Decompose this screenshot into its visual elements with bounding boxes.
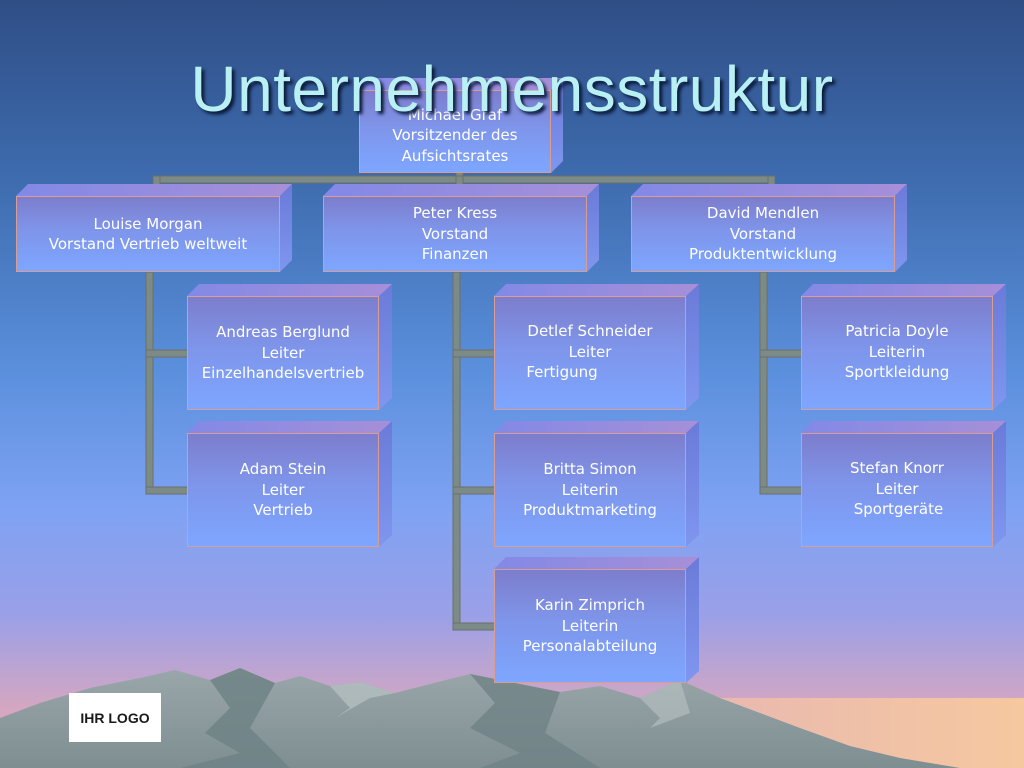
leiter-role: Leiter (261, 343, 305, 362)
leiter-role: Leiterin (868, 342, 926, 361)
leiter-dept: Vertrieb (253, 501, 313, 520)
vorstand-role: Vorstand (729, 224, 797, 243)
leiter-name: Adam Stein (239, 460, 327, 479)
vorstand-name: Louise Morgan (93, 214, 203, 233)
vorstand-dept: Produktentwicklung (688, 245, 838, 264)
leiter-dept: Personalabteilung (522, 637, 658, 656)
vorstand-role: Vorstand Vertrieb weltweit (48, 235, 248, 253)
company-logo: IHR LOGO (69, 693, 161, 742)
leiter-name: Patricia Doyle (845, 322, 949, 340)
root-name: Michael Graf (407, 105, 503, 124)
leiter-role: Leiter (875, 479, 919, 498)
slide-title: Unternehmensstruktur (190, 53, 834, 125)
leiter-role: Leiter (261, 480, 305, 499)
leiter-role: Leiterin (561, 616, 619, 635)
leiter-dept: Fertigung (526, 363, 598, 381)
leiter-name: Andreas Berglund (216, 323, 350, 342)
vorstand-name: David Mendlen (706, 204, 820, 223)
root-dept: Aufsichtsrates (401, 146, 509, 165)
leiter-role: Leiter (568, 342, 612, 361)
vorstand-dept: Finanzen (421, 245, 489, 264)
leiter-dept: Produktmarketing (523, 501, 657, 520)
leiter-dept: Einzelhandelsvertrieb (201, 364, 365, 383)
leiter-dept: Sportkleidung (844, 363, 950, 381)
mountains-decoration (0, 668, 1024, 768)
root-role: Vorsitzender des (392, 126, 518, 145)
leiter-name: Detlef Schneider (527, 322, 653, 340)
leiter-dept: Sportgeräte (853, 500, 944, 518)
vorstand-name: Peter Kress (412, 204, 498, 223)
leiter-name: Britta Simon (543, 460, 637, 479)
leiter-name: Stefan Knorr (850, 459, 944, 477)
vorstand-role: Vorstand (421, 224, 489, 243)
leiter-role: Leiterin (561, 480, 619, 499)
leiter-name: Karin Zimprich (534, 596, 646, 615)
